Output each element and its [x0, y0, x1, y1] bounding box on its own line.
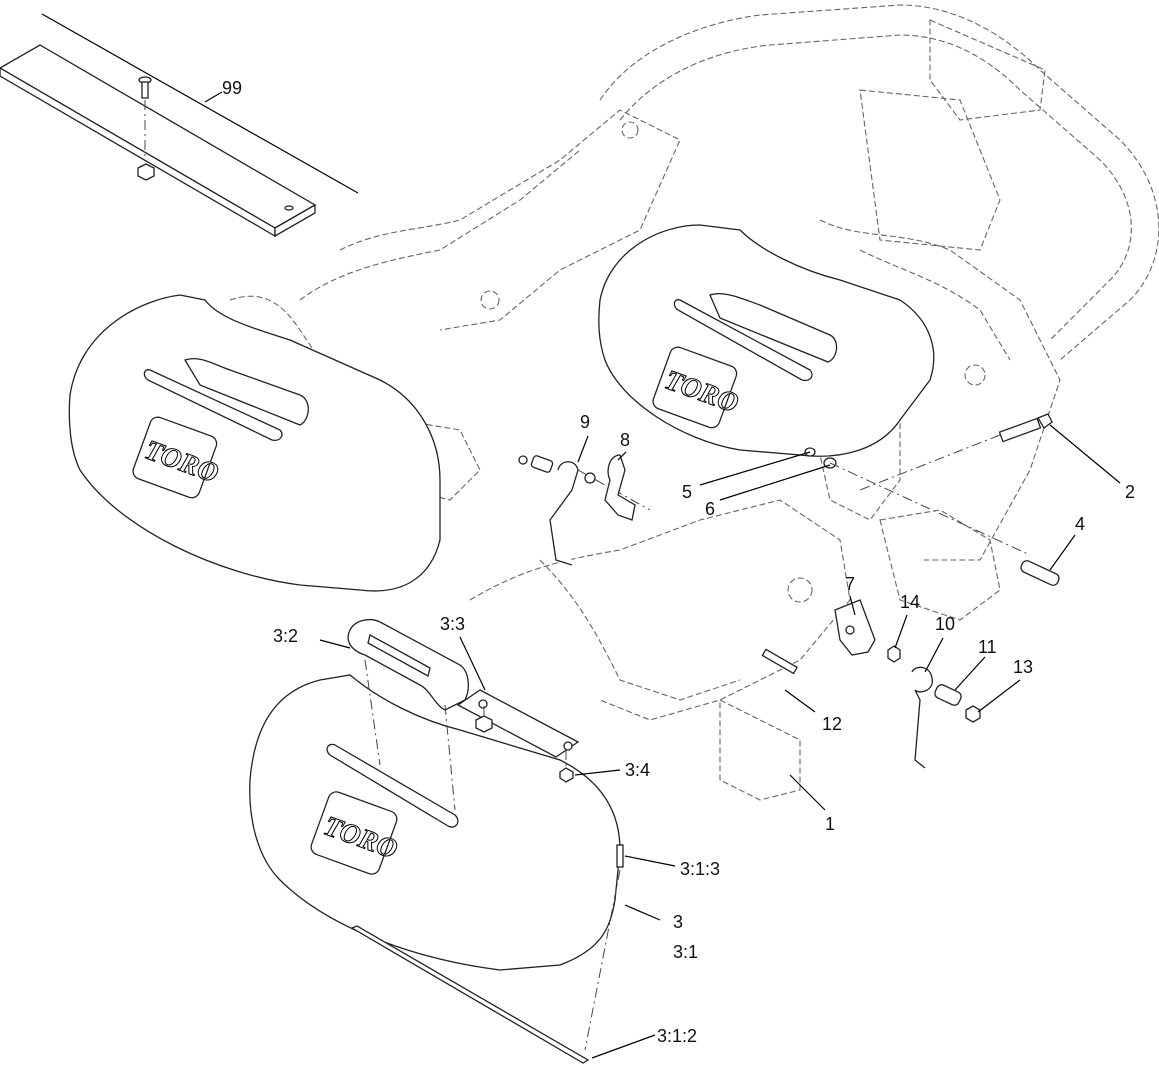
- callout-3-1-2: 3:1:2: [657, 1026, 697, 1046]
- nut-14: [887, 645, 901, 663]
- leader-lines: [319, 424, 1121, 1059]
- grass-basket-upper-left: TORO: [68, 294, 441, 592]
- callout-2: 2: [1125, 482, 1135, 502]
- callout-3-1: 3:1: [673, 942, 698, 962]
- lever-7: [834, 599, 876, 656]
- callout-labels: 99 9 8 5 6 2 4 7 14 10 11 13 12 1 3:2 3:…: [222, 78, 1135, 1046]
- basket-handle-3-2: [347, 619, 469, 811]
- callout-8: 8: [620, 430, 630, 450]
- callout-13: 13: [1013, 657, 1033, 677]
- callout-11: 11: [978, 637, 997, 657]
- spacer-11: [934, 684, 962, 706]
- callout-99: 99: [222, 78, 242, 98]
- callout-5: 5: [682, 482, 692, 502]
- callout-9: 9: [580, 412, 590, 432]
- callout-3-3: 3:3: [440, 614, 465, 634]
- grass-basket-3: TORO: [249, 674, 621, 971]
- callout-6: 6: [705, 499, 715, 519]
- callout-1: 1: [825, 814, 835, 834]
- callout-14: 14: [900, 592, 920, 612]
- kit-bracket-99: [0, 13, 359, 238]
- bracket-plate-3-3: [456, 689, 580, 783]
- callout-12: 12: [822, 714, 842, 734]
- callout-3-4: 3:4: [625, 760, 650, 780]
- spring-10: [911, 666, 933, 769]
- callout-7: 7: [845, 574, 855, 594]
- callout-4: 4: [1075, 514, 1085, 534]
- nut-13: [965, 705, 981, 723]
- bolt-12: [761, 648, 798, 675]
- bracket-8: [584, 454, 636, 521]
- skid-strip-3-1-2: [350, 844, 624, 1064]
- callout-3-2: 3:2: [273, 626, 298, 646]
- callout-3: 3: [673, 912, 683, 932]
- pin-4: [1020, 560, 1060, 586]
- grass-basket-upper-right: TORO: [598, 224, 935, 457]
- callout-10: 10: [935, 614, 955, 634]
- callout-3-1-3: 3:1:3: [680, 859, 720, 879]
- bolt-2: [859, 413, 1053, 491]
